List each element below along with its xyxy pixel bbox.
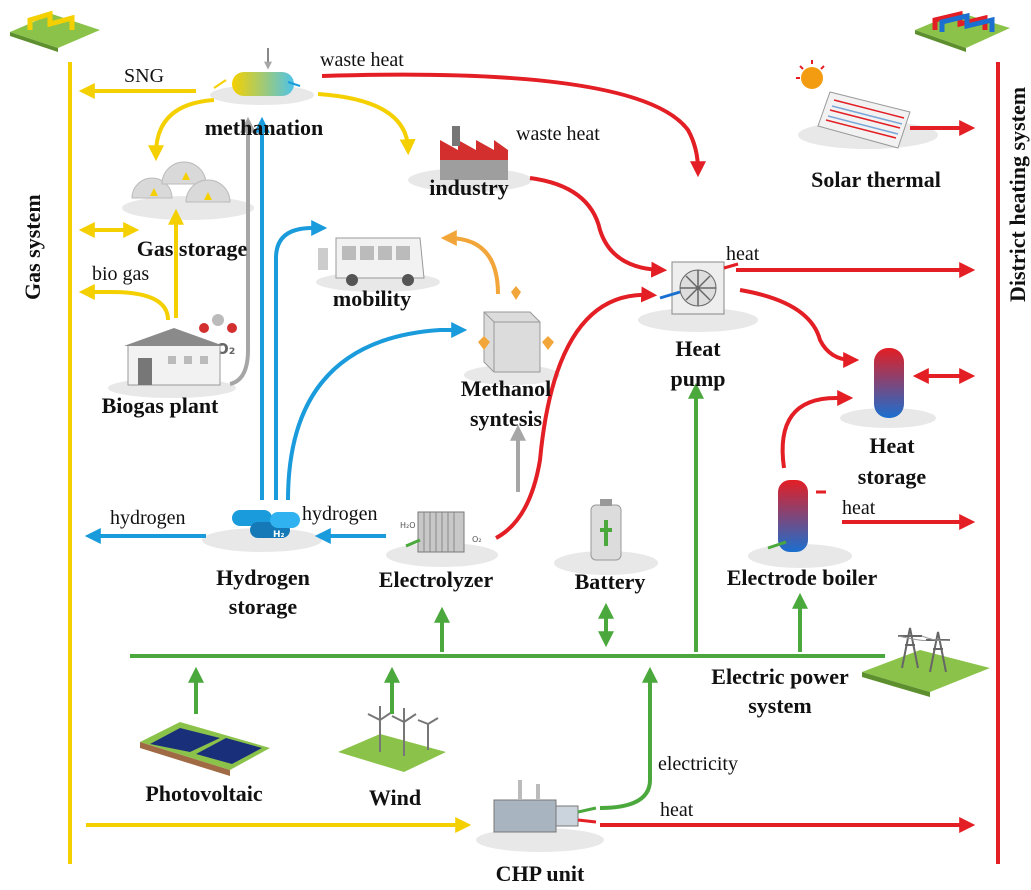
methanol-synthesis-label: Methanol syntesis [460, 376, 552, 431]
bus-icon [316, 237, 440, 292]
district-heating-icon [915, 10, 1010, 52]
heat-flows [321, 72, 976, 833]
chp-unit-icon [476, 780, 604, 852]
heat-storage-label: Heat storage [857, 433, 927, 489]
chp-heat-label: heat [660, 799, 694, 821]
biogas-plant-icon [108, 328, 236, 398]
hydrogen-storage-label: Hydrogen storage [216, 565, 310, 619]
methanation-icon [210, 48, 314, 105]
electricity-label: electricity [658, 753, 738, 775]
gas-storage-label: Gas storage [136, 236, 248, 261]
methanation-label: methanation [204, 115, 324, 140]
power-grid-icon [862, 627, 990, 697]
gas-flows [78, 83, 472, 833]
heat-storage-tank-icon [840, 348, 936, 428]
methanol-reactor-icon [464, 286, 560, 385]
electrolyzer-icon: H₂O O₂ [386, 511, 498, 567]
biogas-plant-label: Biogas plant [101, 393, 219, 418]
solar-thermal-label: Solar thermal [811, 167, 941, 192]
hydrogen-mid-label: hydrogen [302, 503, 378, 525]
battery-label: Battery [574, 569, 646, 594]
gas-network-icon [10, 10, 100, 52]
industry-label: industry [429, 175, 509, 200]
gas-system-label: Gas system [20, 194, 45, 300]
battery-icon [554, 499, 658, 575]
methanol-flow [440, 230, 500, 295]
electrode-boiler-label: Electrode boiler [726, 565, 878, 590]
waste-heat-industry-label: waste heat [516, 123, 600, 145]
electric-power-system-label: Electric power system [711, 664, 849, 718]
industry-icon [408, 126, 532, 192]
electrolyzer-label: Electrolyzer [378, 567, 494, 592]
electrode-boiler-icon [748, 480, 852, 568]
wind-icon [338, 706, 446, 772]
boiler-heat-label: heat [842, 497, 876, 519]
heat-pump-icon [638, 261, 758, 332]
mobility-label: mobility [332, 286, 412, 311]
svg-text:H₂: H₂ [273, 530, 285, 540]
wind-label: Wind [368, 785, 422, 810]
svg-text:H₂O: H₂O [400, 521, 416, 530]
chp-unit-label: CHP unit [495, 861, 585, 886]
waste-heat-label: waste heat [320, 49, 404, 71]
sng-label: SNG [124, 65, 165, 87]
co2-flows [229, 116, 526, 492]
hydrogen-out-label: hydrogen [110, 507, 186, 529]
hydrogen-storage-icon: H₂ [202, 510, 322, 552]
bio-gas-label: bio gas [92, 263, 150, 285]
photovoltaic-label: Photovoltaic [145, 781, 263, 806]
heat-pump-heat-label: heat [726, 243, 760, 265]
heat-pump-label: Heat pump [670, 336, 726, 391]
photovoltaic-icon [140, 722, 270, 776]
district-heating-label: District heating system [1005, 86, 1030, 302]
gas-storage-icon [122, 161, 254, 220]
power-flows [188, 382, 808, 810]
svg-text:O₂: O₂ [472, 535, 482, 544]
hydrogen-flows [84, 116, 468, 544]
solar-thermal-icon [796, 60, 938, 149]
